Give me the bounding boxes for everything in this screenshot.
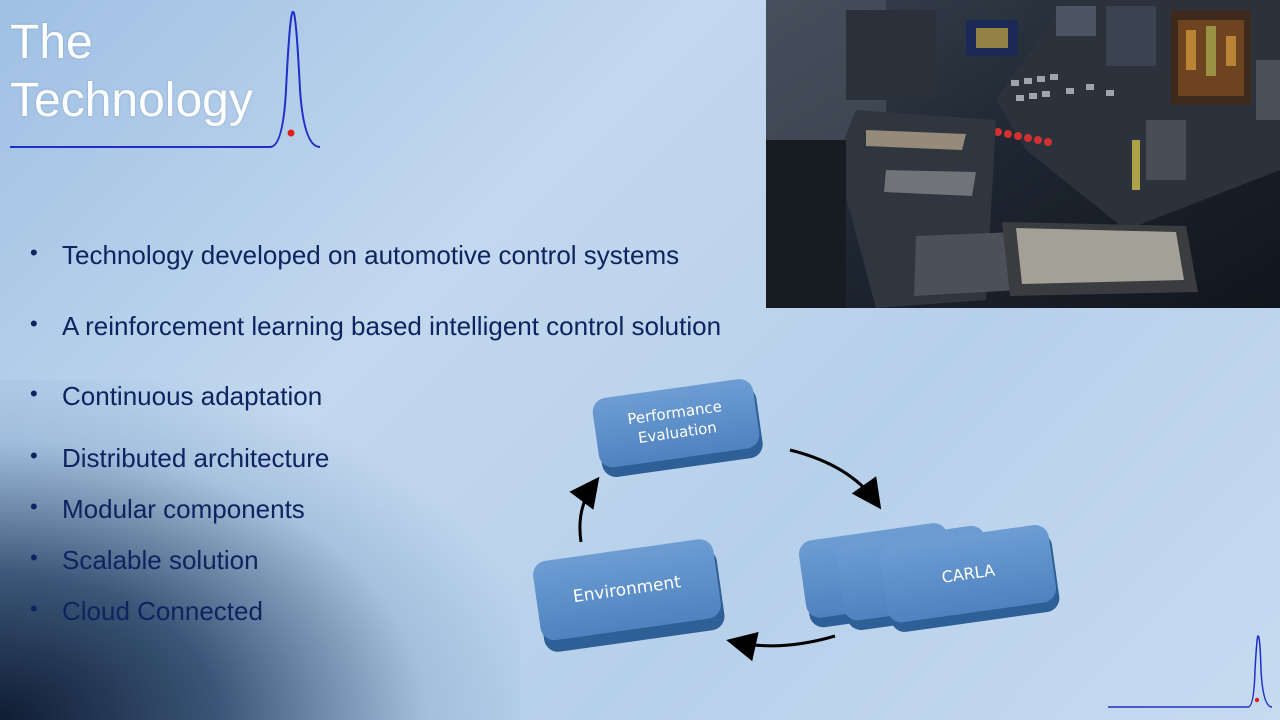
background-corner-shade [0,380,520,720]
peak-logo-small-icon [1108,635,1273,708]
bullet-marker: • [30,381,38,406]
bullet-marker: • [30,311,38,336]
title-line-2: Technology [10,74,253,127]
page-title: The Technology [10,14,253,130]
bullet-marker: • [30,596,38,621]
node-carla-stack: CARLA [798,523,1060,632]
bullet-text: Scalable solution [62,545,259,575]
title-line-1: The [10,16,93,69]
peak-logo-icon [10,10,321,148]
bullet-text: Distributed architecture [62,443,330,473]
bullet-marker: • [30,240,38,265]
bullet-text: Modular components [62,494,305,524]
bullet-text: Technology developed on automotive contr… [62,240,680,270]
bullet-marker: • [30,545,38,570]
bullet-text: Cloud Connected [62,596,263,626]
arrow-performance-to-carla [789,448,882,510]
node-environment: Environment [533,539,725,652]
arrow-carla-to-environment [726,631,836,662]
bullet-marker: • [30,443,38,468]
bullet-marker: • [30,494,38,519]
node-performance-evaluation: Performance Evaluation [592,379,763,477]
bullet-text: Continuous adaptation [62,381,323,411]
control-panel-photo [766,0,1280,308]
arrow-environment-to-performance [569,476,600,543]
carla-card-front: CARLA [880,525,1060,632]
bullet-text: A reinforcement learning based intellige… [62,311,722,341]
